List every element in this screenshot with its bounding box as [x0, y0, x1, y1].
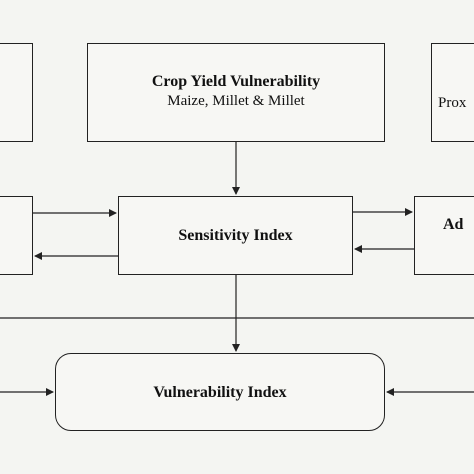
- vulnerability-index-title: Vulnerability Index: [153, 384, 287, 401]
- sensitivity-index-title: Sensitivity Index: [178, 227, 293, 244]
- top-right-partial-text: Prox: [438, 95, 467, 111]
- vulnerability-index-box: Vulnerability Index: [55, 353, 385, 431]
- middle-left-partial-box: [0, 196, 33, 275]
- middle-right-partial-text: Ad: [443, 216, 464, 233]
- middle-right-partial-box: Ad: [414, 196, 474, 275]
- crop-yield-subtitle: Maize, Millet & Millet: [167, 93, 305, 109]
- top-right-partial-box: Prox: [431, 43, 474, 142]
- sensitivity-index-box: Sensitivity Index: [118, 196, 353, 275]
- crop-yield-title: Crop Yield Vulnerability: [151, 73, 321, 90]
- crop-yield-vulnerability-box: Crop Yield Vulnerability Maize, Millet &…: [87, 43, 385, 142]
- top-left-partial-box: [0, 43, 33, 142]
